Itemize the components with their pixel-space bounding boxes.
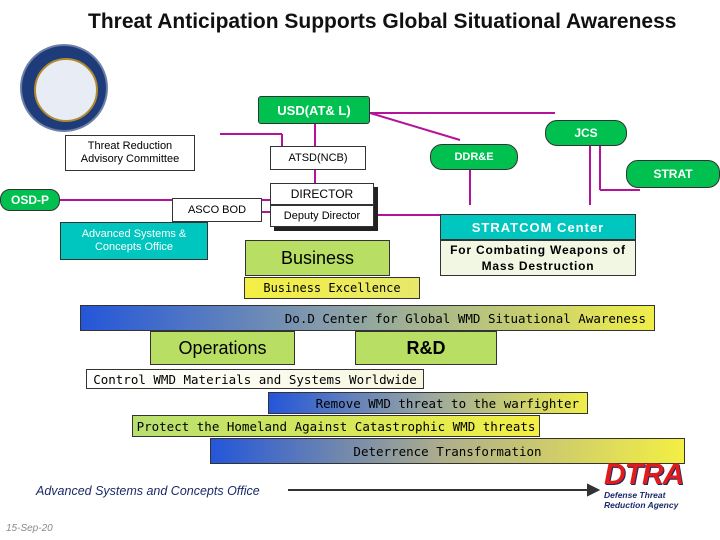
dod-center-bar: Do.D Center for Global WMD Situational A… xyxy=(80,305,655,331)
control-wmd-bar: Control WMD Materials and Systems Worldw… xyxy=(86,369,424,389)
asco-bod-box: ASCO BOD xyxy=(172,198,262,222)
ddre-box: DDR&E xyxy=(430,144,518,170)
stratcom-center-box: STRATCOM Center xyxy=(440,214,636,240)
deterrence-transformation-bar: Deterrence Transformation xyxy=(210,438,685,464)
business-box: Business xyxy=(245,240,390,276)
connector-usd-ddre xyxy=(369,112,461,141)
remove-wmd-threat-bar: Remove WMD threat to the warfighter xyxy=(268,392,588,414)
strat-box: STRAT xyxy=(626,160,720,188)
timeline-arrowhead-icon xyxy=(587,483,601,497)
business-excellence-bar: Business Excellence xyxy=(244,277,420,299)
osd-p-box: OSD-P xyxy=(0,189,60,211)
protect-homeland-bar: Protect the Homeland Against Catastrophi… xyxy=(132,415,540,437)
eagle-emblem-icon xyxy=(34,58,98,122)
usd-atl-box: USD(AT& L) xyxy=(258,96,370,124)
page-title: Threat Anticipation Supports Global Situ… xyxy=(88,10,677,33)
deputy-director-box: Deputy Director xyxy=(270,205,374,227)
footer-date: 15-Sep-20 xyxy=(6,523,53,534)
atsd-ncb-box: ATSD(NCB) xyxy=(270,146,366,170)
operations-box: Operations xyxy=(150,331,295,365)
advanced-systems-concepts-office-box: Advanced Systems & Concepts Office xyxy=(60,222,208,260)
director-box: DIRECTOR xyxy=(270,183,374,205)
dtra-logo-subtitle: Defense Threat Reduction Agency xyxy=(604,490,679,510)
dtra-seal-icon xyxy=(20,44,108,132)
jcs-box: JCS xyxy=(545,120,627,146)
rnd-box: R&D xyxy=(355,331,497,365)
dtra-logo: DTRA xyxy=(604,458,684,491)
footer-office-label: Advanced Systems and Concepts Office xyxy=(36,484,260,498)
threat-reduction-advisory-committee-box: Threat Reduction Advisory Committee xyxy=(65,135,195,171)
combating-wmd-box: For Combating Weapons of Mass Destructio… xyxy=(440,240,636,276)
